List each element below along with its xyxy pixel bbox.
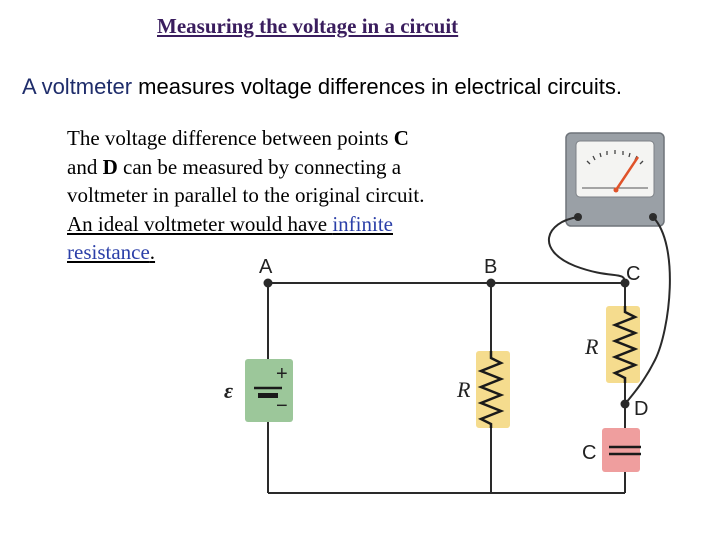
paragraph-line-4: An ideal voltmeter would have infinite <box>67 210 487 239</box>
resistor-series <box>606 306 640 383</box>
intro-highlight: A voltmeter <box>22 74 133 99</box>
point-d-label: D <box>634 398 648 420</box>
paragraph-line-3: voltmeter in parallel to the original ci… <box>67 183 425 207</box>
voltmeter-dial <box>575 140 655 198</box>
battery: + − <box>245 359 293 422</box>
line-5-period: . <box>149 240 156 264</box>
line-1-text: The voltage difference between points <box>67 126 394 150</box>
resistor-series-zigzag <box>611 306 639 383</box>
battery-minus-sign: − <box>276 395 288 417</box>
capacitor <box>602 428 641 472</box>
resistor-series-label: R <box>584 334 599 359</box>
capacitor-label: C <box>582 442 596 464</box>
voltmeter <box>565 132 665 227</box>
paragraph-line-1: The voltage difference between points C <box>67 124 487 153</box>
lead-to-c <box>547 216 626 284</box>
junction-a <box>263 278 273 288</box>
point-a-label: A <box>259 256 273 278</box>
paragraph-line-2: and D can be measured by connecting a <box>67 153 487 182</box>
point-d-ref: D <box>102 154 118 179</box>
resistance-link[interactable]: resistance <box>67 240 150 264</box>
junction-c <box>620 278 630 288</box>
resistor-parallel-background <box>476 351 510 428</box>
paragraph-line-5: resistance. <box>67 238 487 267</box>
emf-label: ε <box>224 378 233 403</box>
junction-d <box>620 399 630 409</box>
resistor-parallel-zigzag <box>477 351 505 428</box>
junction-b <box>486 278 496 288</box>
infinite-link[interactable]: infinite <box>332 211 393 236</box>
line-4-text: An ideal voltmeter would have <box>67 211 333 236</box>
circuit-wires <box>267 282 626 494</box>
voltmeter-needle <box>614 156 640 191</box>
resistor-parallel-label: R <box>456 377 471 402</box>
point-c-ref: C <box>393 126 409 150</box>
resistor-parallel <box>476 351 510 428</box>
page-title: Measuring the voltage in a circuit <box>157 14 459 38</box>
point-c-label: C <box>626 263 640 285</box>
line-2-prefix: and <box>67 154 103 179</box>
battery-plus-sign: + <box>276 363 288 385</box>
intro-rest: measures voltage differences in electric… <box>132 74 622 99</box>
battery-short-plate <box>258 393 278 398</box>
point-b-label: B <box>484 256 497 278</box>
needle-pivot <box>613 187 619 193</box>
lead-to-d <box>624 216 671 405</box>
battery-background <box>245 359 293 422</box>
intro-sentence: A voltmeter measures voltage differences… <box>22 74 622 100</box>
line-2-suffix: can be measured by connecting a <box>117 154 402 179</box>
explanation-paragraph: The voltage difference between points C … <box>67 124 487 267</box>
